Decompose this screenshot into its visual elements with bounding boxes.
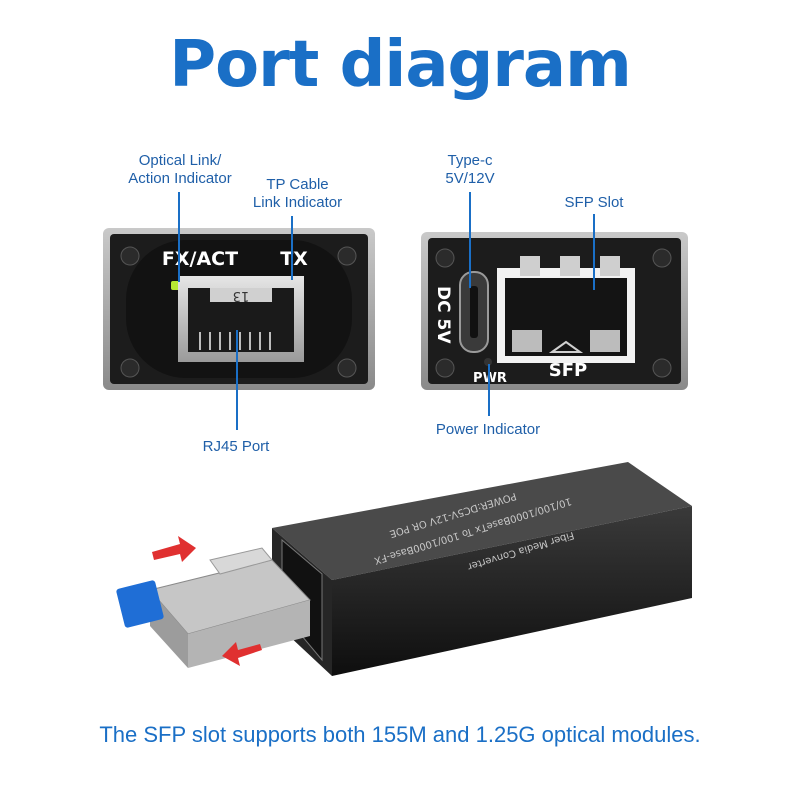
fx-act-label: FX/ACT xyxy=(162,248,238,270)
callout-power-indicator: Power Indicator xyxy=(435,421,541,438)
pwr-label: PWR xyxy=(473,371,507,386)
callout-line-optical xyxy=(178,192,180,282)
pwr-led xyxy=(484,358,492,366)
page-title: Port diagram xyxy=(169,28,632,102)
caption: The SFP slot supports both 155M and 1.25… xyxy=(99,722,701,747)
screw-icon xyxy=(435,248,672,378)
callout-type-c: Type-c 5V/12V xyxy=(445,152,495,187)
tx-label: TX xyxy=(280,248,308,270)
callout-rj45: RJ45 Port xyxy=(202,438,270,455)
media-converter-device: Fiber Media Converter 10/100/1000BaseTx … xyxy=(272,462,692,676)
rj45-jack xyxy=(178,276,304,362)
screw-icon xyxy=(120,246,357,378)
port-number: 13 xyxy=(233,288,250,303)
callout-optical-link: Optical Link/ Action Indicator xyxy=(128,152,232,187)
callout-line-rj45 xyxy=(236,330,238,430)
remove-arrow-icon xyxy=(222,642,262,666)
callout-line-power xyxy=(488,364,490,416)
insert-arrow-icon xyxy=(152,536,196,562)
callout-line-tp xyxy=(291,216,293,280)
callout-sfp-slot: SFP Slot xyxy=(564,194,624,211)
sfp-panel: DC 5V PWR SFP xyxy=(421,232,688,390)
sfp-module xyxy=(116,547,311,668)
rj45-panel: FX/ACT TX 13 xyxy=(103,228,375,390)
callout-line-typec xyxy=(469,192,471,288)
sfp-label: SFP xyxy=(549,360,587,381)
callout-line-sfp xyxy=(593,214,595,290)
dc-5v-label: DC 5V xyxy=(433,286,453,344)
sfp-cage xyxy=(497,256,635,363)
callout-tp-cable: TP Cable Link Indicator xyxy=(252,176,343,211)
